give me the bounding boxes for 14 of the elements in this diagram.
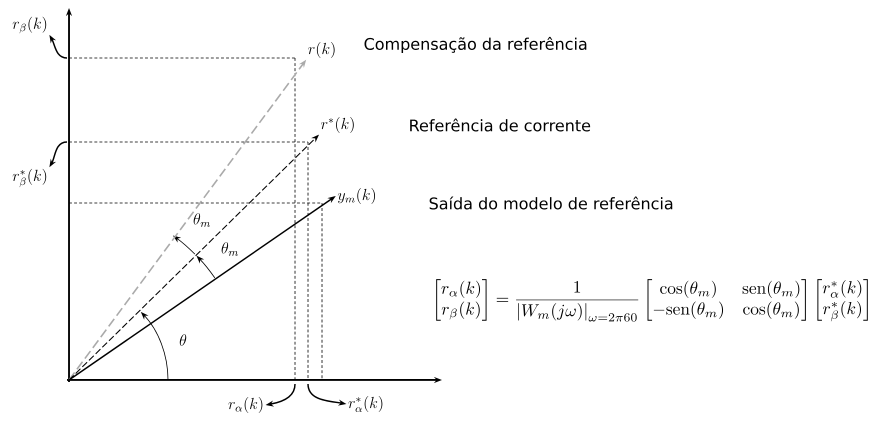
- caption-text: Compensação da referência: [364, 36, 586, 54]
- vector-label: $y_m(k)$: [338, 188, 376, 204]
- vector-label: $r(k)$: [308, 42, 335, 58]
- caption-text: Saída do modelo de referência: [430, 196, 672, 210]
- vector-label: $r_\alpha^*(k)$: [348, 396, 382, 412]
- matrix-equation: $\begin{bmatrix} r_\alpha(k)\\ r_\beta(k)\end{bmatrix}=\frac{1}{\left|W_m(j\omega)\right|_{\omega=2\pi60}}\begin{bmatrix}\cos(\theta_m) & \mathrm{sen}(\theta_m)\\ -\mathrm{sen}(\theta_m) & \cos(\theta_m)\end{bmatrix}\begin{bmatrix} r_\alpha^*(k)\\ r_\beta^*(k)\end{bmatrix}$: [436, 279, 868, 322]
- angle-label: $\theta_m$: [222, 242, 238, 256]
- caption-text: Referência de corrente: [410, 118, 590, 132]
- vector-label: $r^*(k)$: [321, 117, 354, 133]
- angle-label: $\theta$: [180, 334, 186, 346]
- vector-label: $r_\beta^*(k)$: [12, 168, 46, 188]
- angle-label: $\theta_m$: [194, 213, 210, 227]
- vector-label: $r_\alpha(k)$: [228, 397, 262, 413]
- vector-label: $r_\beta(k)$: [12, 16, 46, 34]
